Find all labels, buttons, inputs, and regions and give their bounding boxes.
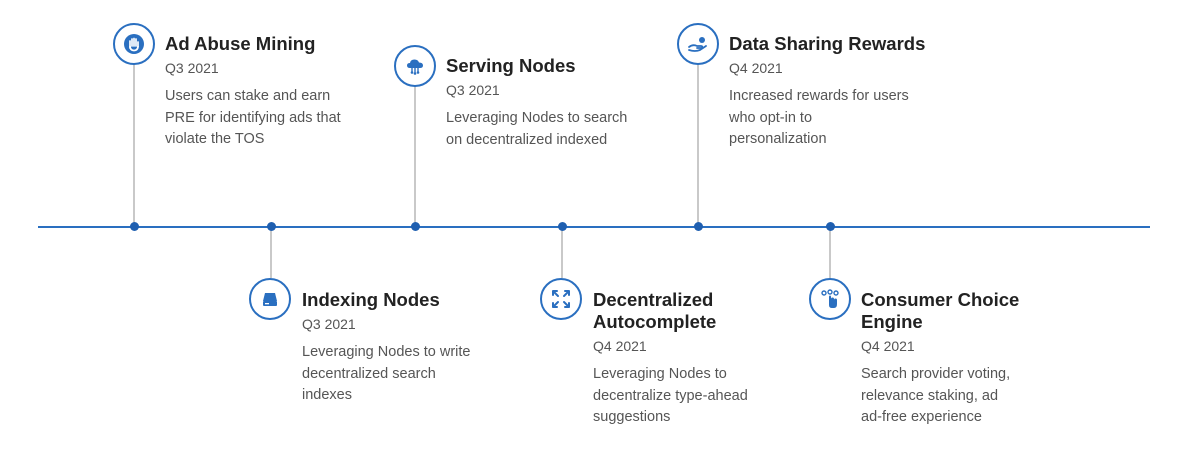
milestone-title: Consumer Choice Engine xyxy=(861,289,1020,332)
milestone-serving-nodes: Serving Nodes Q3 2021 Leveraging Nodes t… xyxy=(446,55,676,151)
milestone-description: Search provider voting, relevance stakin… xyxy=(861,366,1011,425)
milestone-date: Q3 2021 xyxy=(302,316,356,332)
dot-consumer-choice-engine xyxy=(825,222,835,231)
milestone-data-sharing-rewards: Data Sharing Rewards Q4 2021 Increased r… xyxy=(729,33,959,151)
milestone-date: Q3 2021 xyxy=(446,82,500,98)
stem-serving-nodes xyxy=(414,86,416,226)
hand-stop-icon xyxy=(113,23,155,65)
hand-reward-icon xyxy=(677,23,719,65)
expand-arrows-icon xyxy=(540,278,582,320)
milestone-date: Q4 2021 xyxy=(593,338,647,354)
milestone-title: Data Sharing Rewards xyxy=(729,33,926,54)
milestone-date: Q3 2021 xyxy=(165,60,219,76)
stem-ad-abuse-mining xyxy=(133,64,135,226)
milestone-indexing-nodes: Indexing Nodes Q3 2021 Leveraging Nodes … xyxy=(302,289,532,407)
milestone-consumer-choice-engine: Consumer Choice Engine Q4 2021 Search pr… xyxy=(861,289,1091,429)
stem-data-sharing-rewards xyxy=(697,64,699,226)
stem-indexing-nodes xyxy=(270,230,272,278)
milestone-description: Users can stake and earn PRE for identif… xyxy=(165,88,341,147)
milestone-decentralized-autocomplete: Decentralized Autocomplete Q4 2021 Lever… xyxy=(593,289,823,429)
hard-drive-icon xyxy=(249,278,291,320)
dot-decentralized-autocomplete xyxy=(557,222,567,231)
milestone-description: Leveraging Nodes to write decentralized … xyxy=(302,344,471,403)
milestone-title: Decentralized Autocomplete xyxy=(593,289,717,332)
milestone-description: Leveraging Nodes to search on decentrali… xyxy=(446,110,628,148)
milestone-title: Indexing Nodes xyxy=(302,289,440,310)
touch-choice-icon xyxy=(809,278,851,320)
dot-serving-nodes xyxy=(410,222,420,231)
milestone-date: Q4 2021 xyxy=(729,60,783,76)
cloud-network-icon xyxy=(394,45,436,87)
milestone-title: Serving Nodes xyxy=(446,55,576,76)
milestone-title: Ad Abuse Mining xyxy=(165,33,316,54)
stem-consumer-choice-engine xyxy=(829,230,831,278)
dot-indexing-nodes xyxy=(266,222,276,231)
milestone-description: Leveraging Nodes to decentralize type-ah… xyxy=(593,366,748,425)
dot-ad-abuse-mining xyxy=(129,222,139,231)
timeline-axis xyxy=(38,226,1150,228)
dot-data-sharing-rewards xyxy=(693,222,703,231)
milestone-date: Q4 2021 xyxy=(861,338,915,354)
milestone-ad-abuse-mining: Ad Abuse Mining Q3 2021 Users can stake … xyxy=(165,33,395,151)
milestone-description: Increased rewards for users who opt-in t… xyxy=(729,88,909,147)
stem-decentralized-autocomplete xyxy=(561,230,563,278)
